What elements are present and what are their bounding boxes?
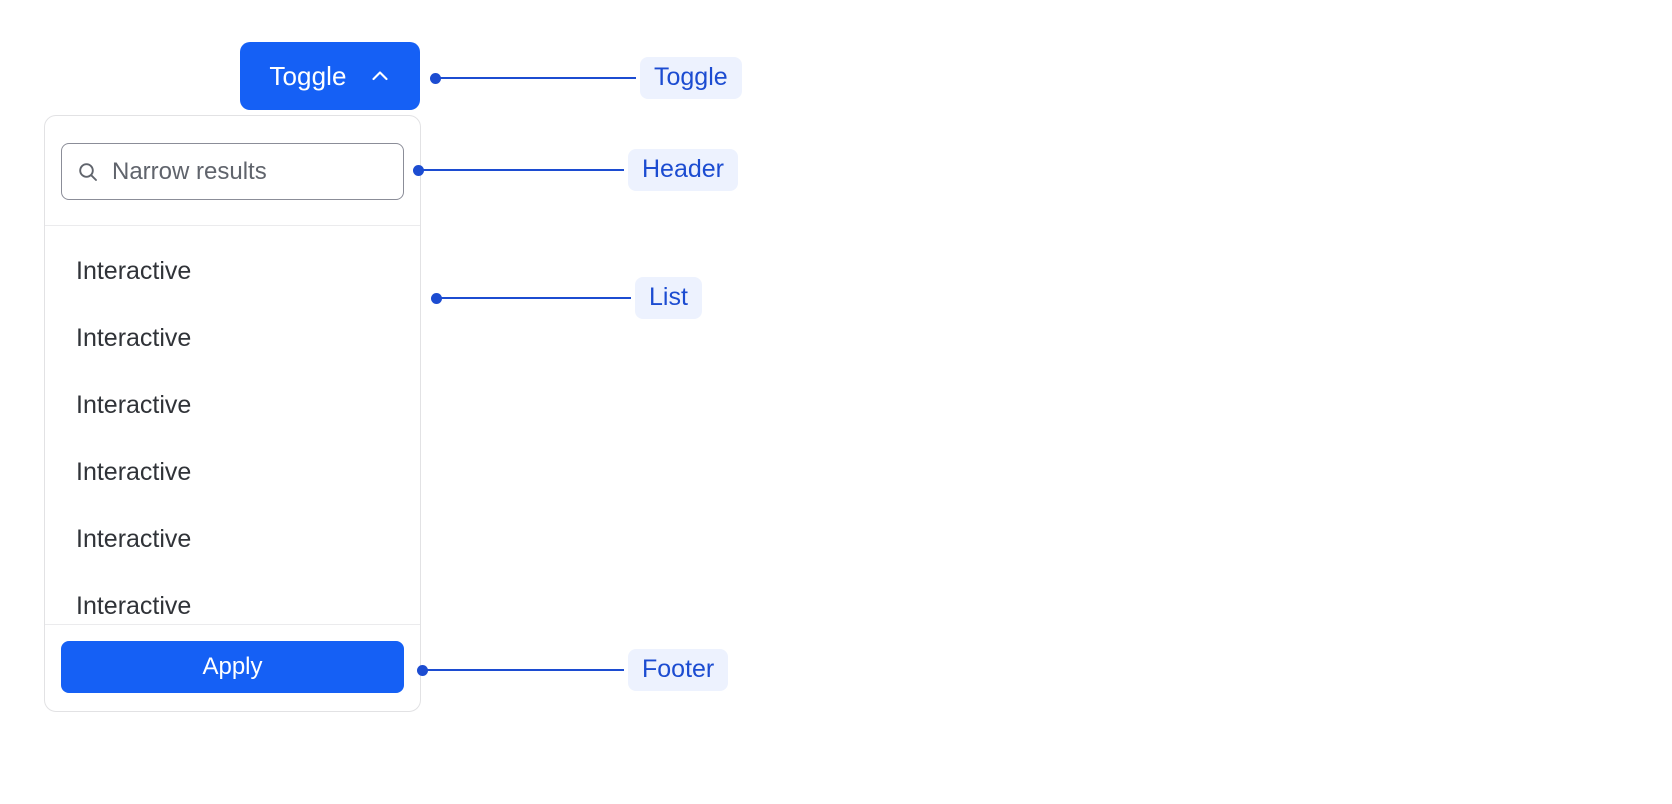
list-item[interactable]: Interactive [45,439,420,506]
annotation-line [427,669,624,671]
list-item-label: Interactive [76,458,192,486]
list-item[interactable]: Interactive [45,305,420,372]
panel-list: Interactive Interactive Interactive Inte… [45,226,420,624]
apply-button-label: Apply [202,653,263,680]
list-item-label: Interactive [76,391,192,419]
annotation-dot [431,292,442,304]
toggle-button-label: Toggle [269,60,347,91]
annotation-badge-toggle: Toggle [640,56,742,100]
panel-header [45,116,420,226]
annotation-line [423,169,624,171]
search-icon [76,160,100,184]
annotation-badge-list: List [635,276,702,320]
annotation-dot [430,72,441,84]
dropdown-panel: Interactive Interactive Interactive Inte… [44,115,421,712]
list-item[interactable]: Interactive [45,506,420,573]
panel-footer: Apply [45,624,420,711]
list-item-label: Interactive [76,525,192,553]
annotation-badge-footer: Footer [628,648,729,692]
annotation-dot [417,664,428,676]
search-field[interactable] [61,143,420,200]
list-item-label: Interactive [76,257,192,285]
apply-button[interactable]: Apply [61,641,404,693]
list-item[interactable]: Interactive [45,573,420,624]
list-item[interactable]: Interactive [45,238,420,305]
list-item[interactable]: Interactive [45,372,420,439]
annotation-line [441,297,631,299]
list-item-label: Interactive [76,592,192,620]
list-item-label: Interactive [76,324,192,352]
toggle-button[interactable]: Toggle [240,42,420,110]
annotation-badge-header: Header [628,148,738,192]
search-input[interactable] [112,157,420,186]
annotation-line [440,77,636,79]
annotation-dot [413,164,424,176]
chevron-up-icon [369,65,391,87]
